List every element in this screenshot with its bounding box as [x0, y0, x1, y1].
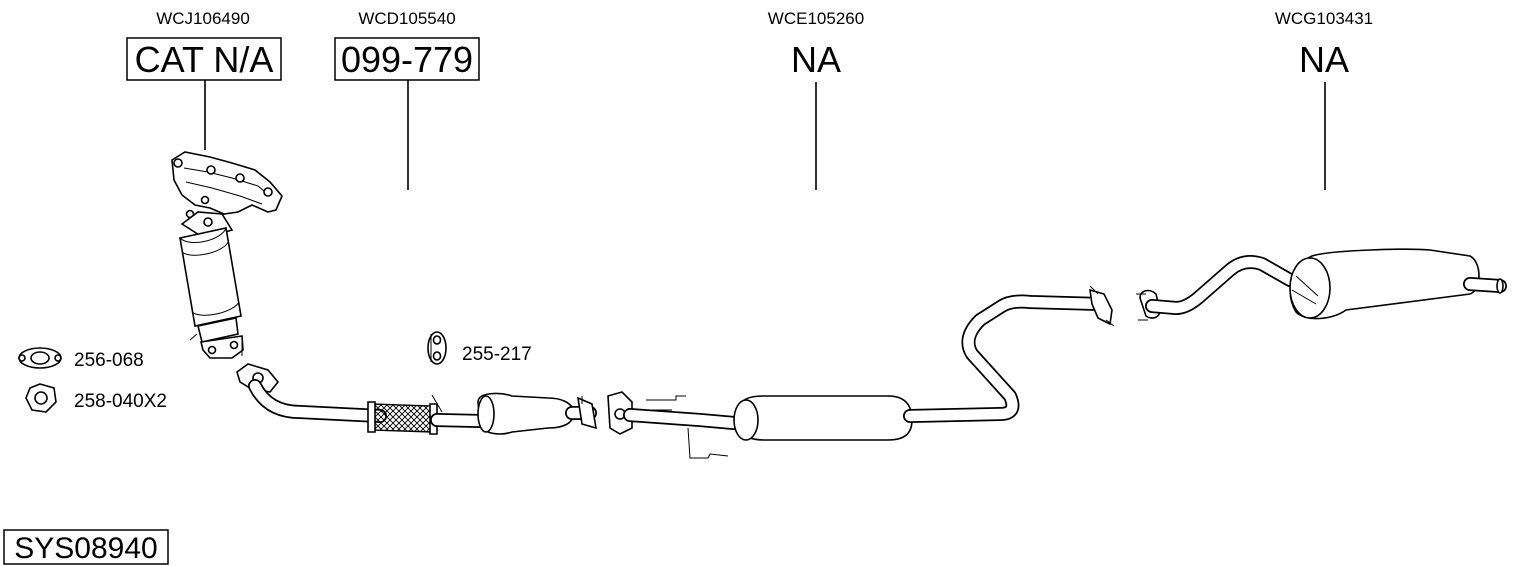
part-number: 258-040X2 [74, 391, 167, 412]
part-number: 255-217 [462, 344, 532, 365]
section-label: CAT N/A [135, 39, 274, 80]
middle-pipe-silencer-drawing [607, 285, 1115, 459]
system-code-box [3, 529, 169, 565]
section-wcg103431: WCG103431 NA [1275, 9, 1373, 190]
front-pipe-drawing [236, 363, 597, 435]
part-256-068: 256-068 [18, 347, 144, 371]
section-label: NA [1299, 39, 1349, 80]
section-label: NA [791, 39, 841, 80]
hex-nut-icon [25, 383, 57, 413]
section-code: WCG103431 [1275, 9, 1373, 28]
rear-silencer-drawing [1136, 248, 1507, 321]
rubber-mount-icon [427, 331, 447, 365]
label-box [334, 37, 480, 81]
system-code: SYS08940 [3, 529, 169, 565]
section-wce105260: WCE105260 NA [768, 9, 864, 190]
section-code: WCJ106490 [156, 9, 250, 28]
section-wcj106490: WCJ106490 CAT N/A [126, 9, 282, 150]
part-number: 256-068 [74, 350, 144, 371]
section-wcd105540: WCD105540 099-779 [334, 9, 480, 190]
system-code-label: SYS08940 [14, 532, 157, 565]
part-255-217: 255-217 [427, 331, 532, 365]
exhaust-manifold-catalyst-drawing [171, 151, 283, 359]
part-258-040x2: 258-040X2 [25, 383, 167, 413]
section-code: WCD105540 [358, 9, 455, 28]
gasket-icon [18, 347, 62, 369]
label-box [126, 37, 282, 81]
section-code: WCE105260 [768, 9, 864, 28]
section-label: 099-779 [341, 39, 473, 80]
